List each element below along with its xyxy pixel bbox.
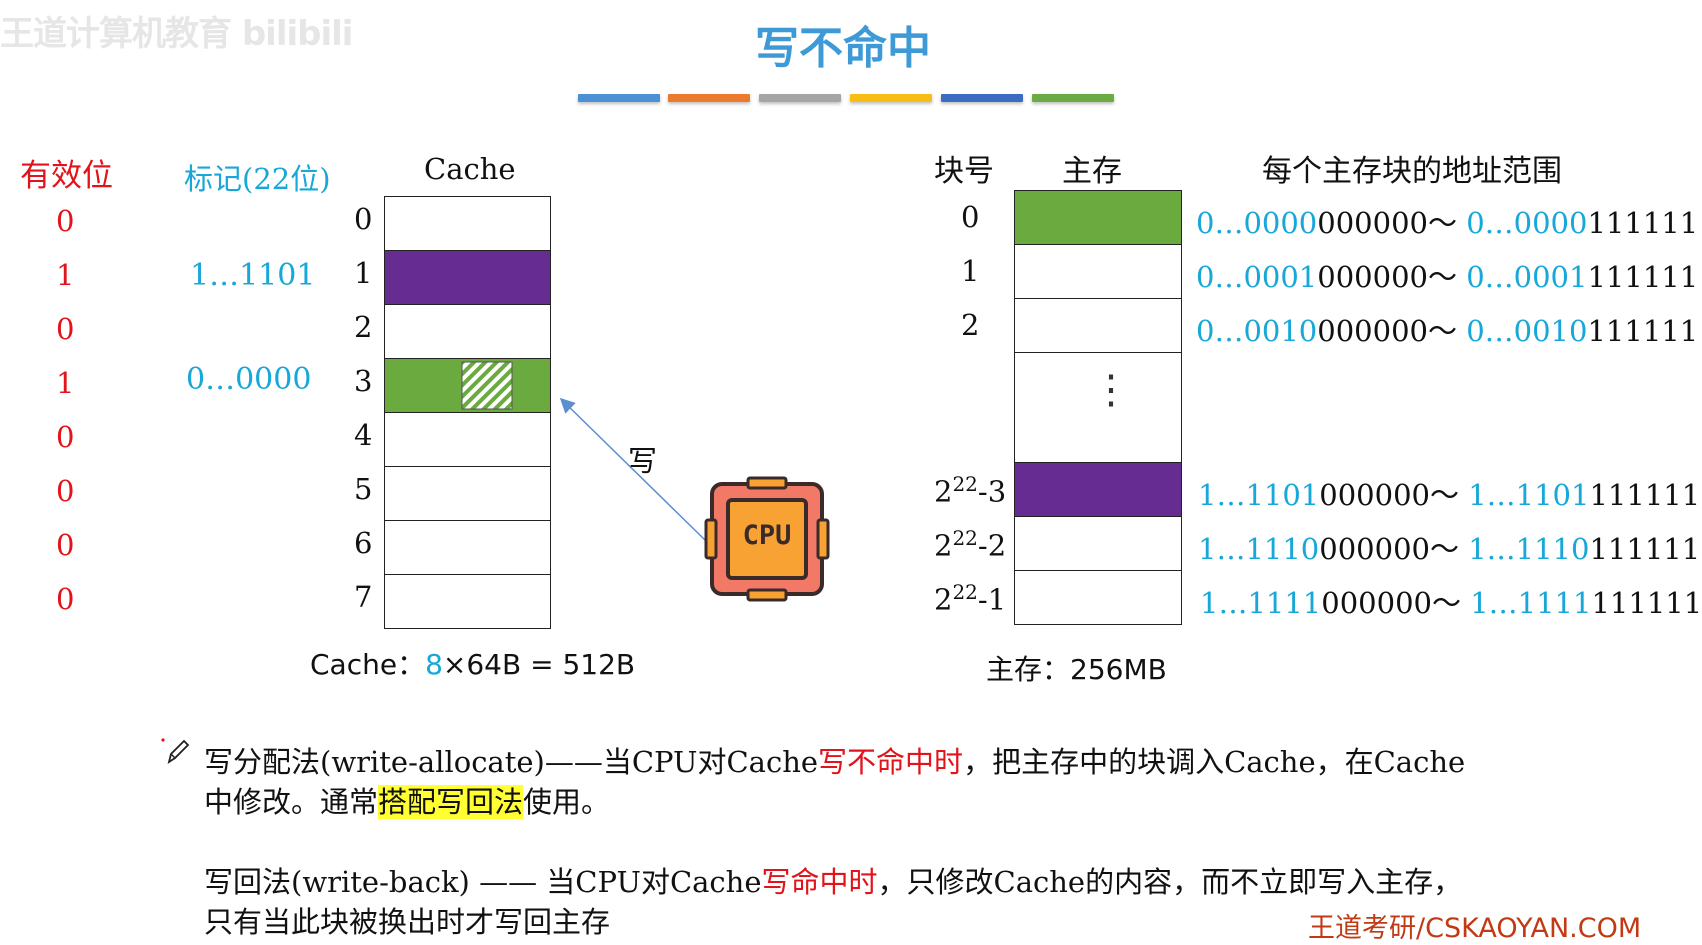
cache-line [384,196,551,251]
block-number: 222-2 [934,526,1007,563]
cache-header: Cache [424,152,516,186]
ellipsis-dots: ⋮ [1091,367,1131,413]
memory-block-filled-purple [1014,462,1182,517]
block-number: 222-3 [934,472,1007,509]
write-arrow [559,397,706,541]
write-back-line2: 只有当此块被换出时才写回主存 [204,905,611,939]
tag-value: 1…1101 [190,258,316,293]
memory-block-filled-green [1014,190,1182,245]
cache-caption-rest: ×64B = 512B [442,648,636,681]
cache-line [384,412,551,467]
address-range: 1…1101000000～ 1…1101111111 [1198,478,1701,512]
cache-line [384,520,551,575]
memory-block [1014,244,1182,299]
accent-bar [759,94,841,102]
address-range: 1…1110000000～ 1…1110111111 [1198,532,1701,566]
cache-line-number: 5 [354,472,373,506]
tag-header: 标记(22位) [184,162,331,196]
memory-block [1014,298,1182,353]
block-number: 0 [961,200,980,234]
site-logo: 王道考研/CSKAOYAN.COM [1308,913,1642,944]
valid-bit: 0 [56,312,75,346]
memory-block [1014,516,1182,571]
accent-bar [1032,94,1114,102]
address-range: 1…1111000000～ 1…1111111111 [1200,586,1702,620]
accent-bar [668,94,750,102]
cache-line [384,304,551,359]
valid-bit: 1 [56,258,75,292]
highlight-write-back: 搭配写回法 [378,785,524,819]
block-number-header: 块号 [934,154,994,189]
block-number: 2 [961,308,980,342]
accent-bar [578,94,660,102]
cpu-label: CPU [742,520,792,551]
cache-line-number: 6 [354,526,373,560]
write-back-line1: 写回法(write-back) —— 当CPU对Cache写命中时，只修改Cac… [204,865,1463,899]
memory-block [1014,570,1182,625]
write-allocate-line2: 中修改。通常搭配写回法使用。 [204,785,611,819]
address-range: 0…0010000000～ 0…0010111111 [1196,314,1699,348]
valid-bit: 0 [56,582,75,616]
cache-line-number: 2 [354,310,373,344]
valid-bit: 1 [56,366,75,400]
cache-line-number: 1 [354,256,373,290]
write-label: 写 [628,444,658,478]
valid-bit: 0 [56,528,75,562]
watermark: 王道计算机教育 bilibili [0,14,353,54]
cache-line-number: 3 [354,364,373,398]
cache-line-number: 4 [354,418,373,452]
block-number: 1 [961,254,980,288]
cache-caption-prefix: Cache： [310,648,426,681]
block-number: 222-1 [934,580,1007,617]
memory-block-ellipsis: ⋮ [1014,352,1182,463]
accent-bar [941,94,1023,102]
cache-line [384,574,551,629]
cache-caption-count: 8 [425,648,443,681]
cache-line-number: 7 [354,580,373,614]
modified-word-hatch [461,361,513,410]
cache-line-filled-green [384,358,551,413]
write-allocate-line1: 写分配法(write-allocate)——当CPU对Cache写不命中时，把主… [204,745,1466,779]
tag-value: 0…0000 [186,362,312,397]
address-range: 0…0001000000～ 0…0001111111 [1196,260,1699,294]
page-title: 写不命中 [755,23,931,74]
cache-line-number: 0 [354,202,373,236]
valid-bit-header: 有效位 [20,158,113,194]
cache-line-filled-purple [384,250,551,305]
address-range: 0…0000000000～ 0…0000111111 [1196,206,1699,240]
valid-bit: 0 [56,204,75,238]
cache-size-caption: Cache：8×64B = 512B [310,643,635,683]
pen-icon [161,738,190,765]
cpu-icon: CPU [704,476,830,602]
valid-bit: 0 [56,474,75,508]
cache-line [384,466,551,521]
memory-size-caption: 主存：256MB [986,653,1167,686]
valid-bit: 0 [56,420,75,454]
main-memory-header: 主存 [1062,154,1122,189]
accent-bar [850,94,932,102]
address-range-header: 每个主存块的地址范围 [1262,154,1562,189]
